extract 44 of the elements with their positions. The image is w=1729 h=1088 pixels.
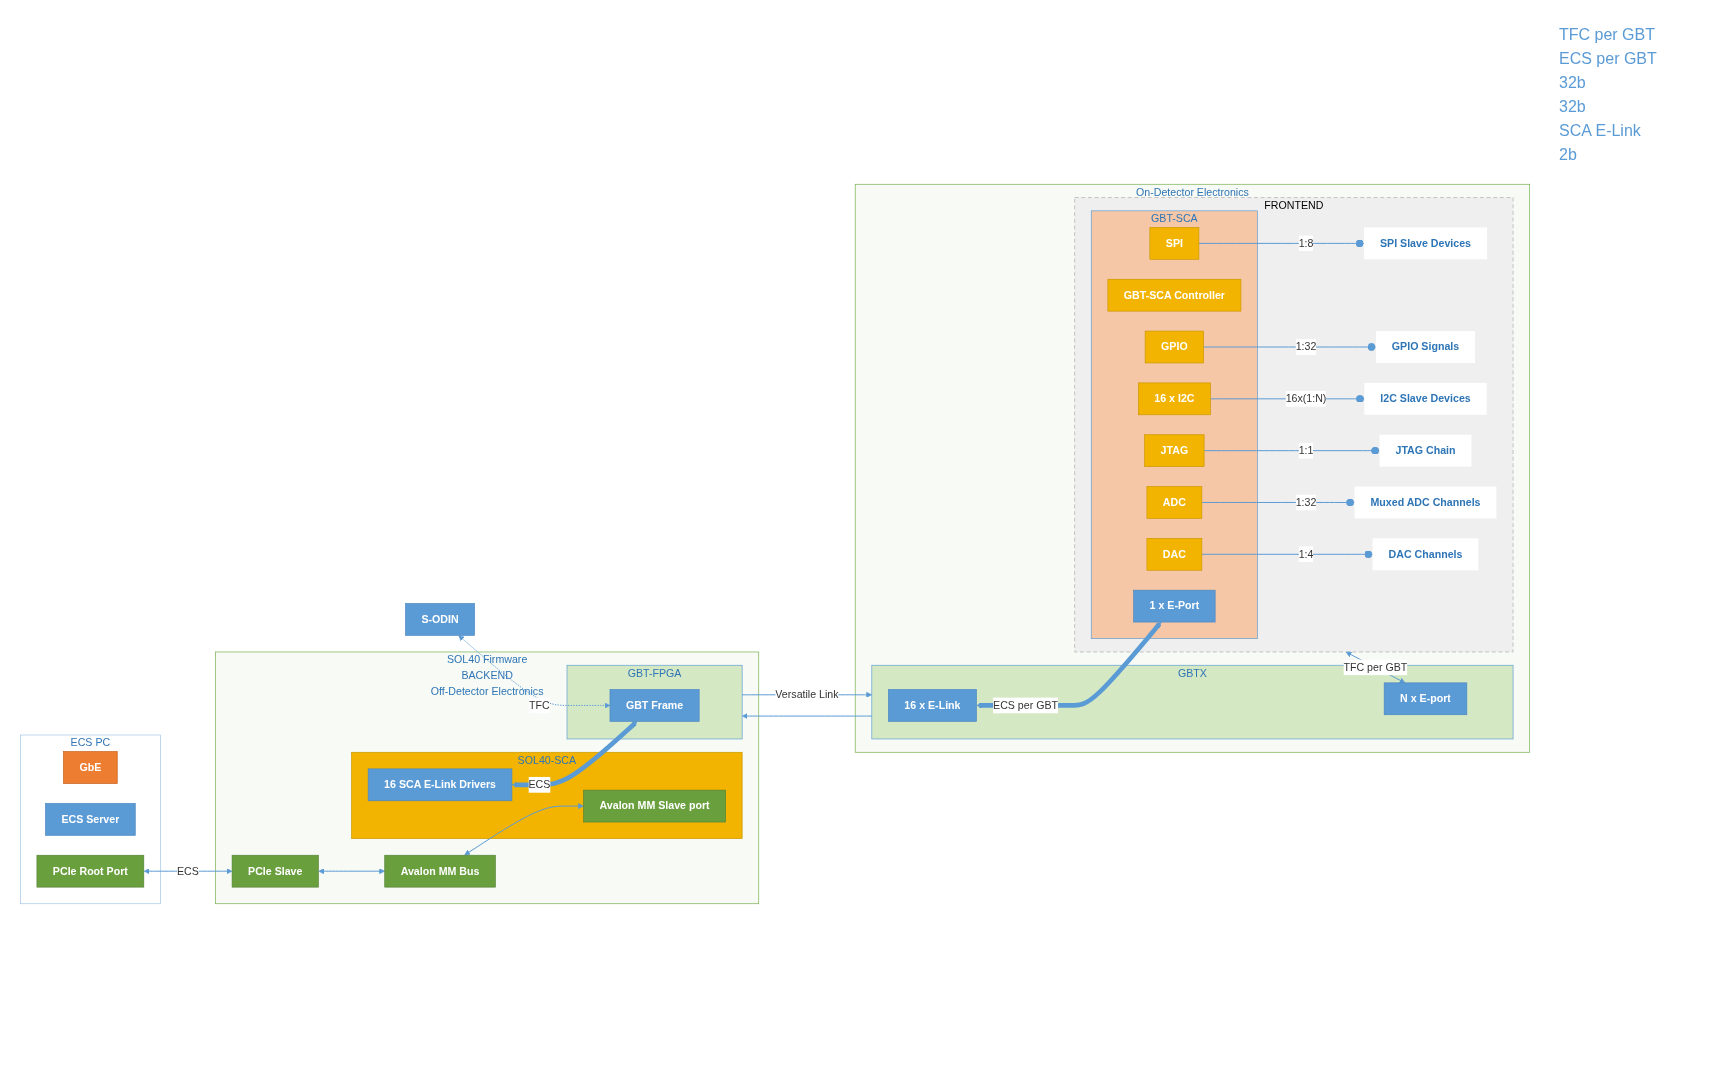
node-box: GPIO Signals — [1375, 331, 1475, 363]
edge-label: ECS — [528, 778, 550, 791]
edge-label: 1:32 — [1295, 496, 1316, 508]
node-box: DAC — [1146, 538, 1202, 571]
annotation-label: ECS per GBT — [1559, 50, 1658, 68]
edge-label: 1:32 — [1295, 341, 1316, 353]
node-box: SPI Slave Devices — [1363, 227, 1487, 260]
node-box: Avalon MM Bus — [383, 854, 496, 888]
node-box: I2C Slave Devices — [1363, 382, 1487, 415]
arrow — [511, 721, 637, 788]
node-box: JTAG — [1143, 434, 1204, 467]
node-box: 16 SCA E-Link Drivers — [367, 768, 512, 802]
node-box: Avalon MM Slave port — [582, 789, 726, 823]
annotation-label: 2b — [1559, 146, 1578, 164]
node-box: 16 x I2C — [1137, 382, 1211, 416]
annotation-label: TFC per GBT — [1559, 26, 1656, 44]
node-box: PCIe Root Port — [36, 854, 144, 888]
edge-label: 1:4 — [1298, 548, 1313, 560]
edge-label: ECS per GBT — [992, 699, 1058, 711]
node-box: 16 x E-Link — [887, 689, 977, 722]
edge-label: Versatile Link — [774, 688, 839, 701]
node-box: Muxed ADC Channels — [1354, 486, 1496, 519]
node-box: DAC Channels — [1372, 538, 1478, 571]
node-box: JTAG Chain — [1379, 434, 1471, 467]
edge-label: 1:8 — [1298, 237, 1313, 249]
node-box: PCIe Slave — [231, 854, 319, 888]
annotation-label: SCA E-Link — [1559, 122, 1642, 140]
edge-label: TFC per GBT — [1343, 661, 1407, 673]
edge-label: TFC — [528, 699, 550, 711]
node-box: ECS Server — [44, 803, 136, 836]
node-box: GBT Frame — [609, 689, 699, 722]
node-box: SPI — [1149, 227, 1199, 260]
node-box: GbE — [62, 751, 118, 784]
annotation-label: 32b — [1559, 74, 1587, 92]
node-box: ADC — [1146, 486, 1202, 519]
edge-label: 1:1 — [1298, 444, 1313, 456]
node-box: 1 x E-Port — [1132, 589, 1215, 623]
edge-label: ECS — [176, 865, 199, 877]
annotation-label: 32b — [1559, 98, 1587, 116]
edge-label: 16x(1:N) — [1285, 392, 1326, 405]
node-box: GBT-SCA Controller — [1107, 278, 1241, 312]
node-box: N x E-port — [1383, 682, 1467, 716]
node-box: S-ODIN — [404, 603, 475, 636]
node-box: GPIO — [1144, 330, 1204, 364]
